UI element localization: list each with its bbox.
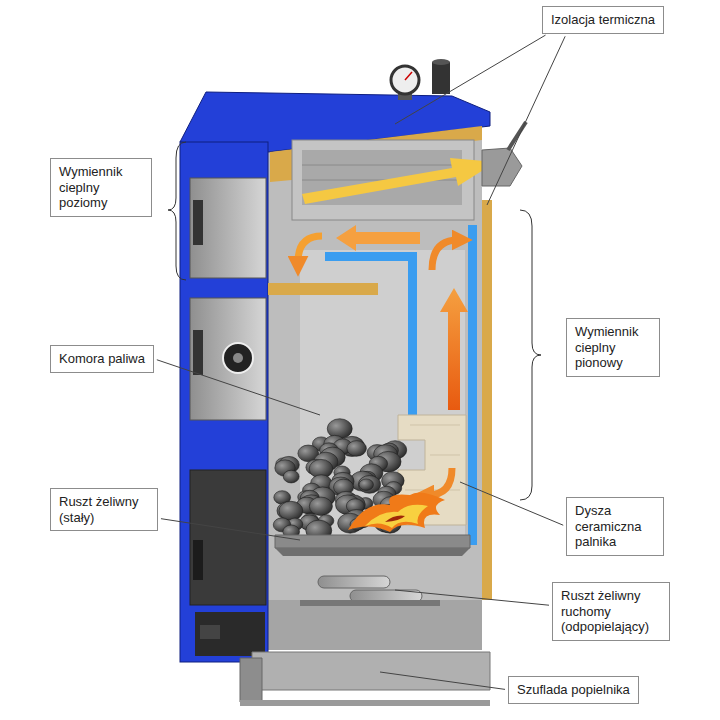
callout-label: Izolacja termiczna <box>551 12 655 28</box>
flue-outlet <box>482 148 522 186</box>
flue-outlet <box>482 122 526 186</box>
ash-drawer <box>240 700 490 706</box>
callout-box: Dysza ceramiczna palnika <box>566 497 664 556</box>
boiler-doors <box>200 625 220 639</box>
fuel-coal <box>309 497 332 515</box>
ceramic-nozzle <box>405 490 460 491</box>
water-jacket <box>325 252 417 261</box>
leader-line <box>380 672 505 689</box>
callout-box: Komora paliwa <box>50 345 154 373</box>
thermal-insulation <box>268 283 378 295</box>
callout-label: Ruszt żeliwny (stały) <box>59 494 149 525</box>
boiler-doors <box>233 353 243 363</box>
pressure-gauge <box>391 66 419 94</box>
boiler-doors <box>193 540 203 580</box>
boiler-doors <box>190 470 266 605</box>
exchanger-brackets <box>520 210 541 500</box>
horizontal-heat-exchanger <box>302 165 462 166</box>
pressure-gauge <box>405 72 412 80</box>
thermal-insulation <box>268 126 492 600</box>
leader-line <box>157 360 320 415</box>
water-jacket <box>468 225 477 545</box>
callout-box: Ruszt żeliwny ruchomy (odpopielający) <box>552 582 670 641</box>
gas-flow-arrows <box>440 288 468 410</box>
ceramic-nozzle <box>430 455 460 456</box>
fixed-grate <box>275 535 470 548</box>
boiler-doors <box>190 298 266 420</box>
boiler-doors <box>223 343 253 373</box>
flame <box>365 505 428 528</box>
leader-line <box>395 35 546 124</box>
callout-box: Izolacja termiczna <box>542 6 664 34</box>
fuel-coal <box>347 441 366 457</box>
callout-box: Wymiennik cieplny poziomy <box>50 158 152 217</box>
ash-drawer <box>240 652 490 706</box>
ash-drawer <box>240 658 262 702</box>
boiler-doors <box>193 330 203 375</box>
exchanger-brackets <box>168 142 186 280</box>
thermal-insulation <box>482 200 492 600</box>
gas-flow-arrows <box>336 225 420 251</box>
callout-label: Wymiennik cieplny poziomy <box>59 164 143 211</box>
flame <box>348 492 445 532</box>
horizontal-heat-exchanger <box>302 158 496 204</box>
gas-flow-arrows <box>298 236 322 262</box>
fuel-coal <box>359 479 373 491</box>
fixed-grate <box>275 535 470 556</box>
callout-label: Dysza ceramiczna palnika <box>575 503 655 550</box>
fuel-coal <box>283 470 299 483</box>
boiler-interior <box>268 600 482 650</box>
exchanger-brackets <box>168 142 541 500</box>
water-jacket <box>408 252 417 417</box>
pressure-gauge <box>391 59 450 100</box>
flame <box>348 492 445 532</box>
water-jacket <box>325 225 477 545</box>
leader-line <box>161 519 300 540</box>
moving-grate <box>300 576 440 606</box>
flame <box>385 516 405 522</box>
callout-box: Wymiennik cieplny pionowy <box>566 318 660 377</box>
leader-line <box>395 590 549 605</box>
callout-label: Komora paliwa <box>59 351 145 367</box>
boiler-doors <box>195 612 265 656</box>
callout-box: Szuflada popielnika <box>508 676 639 704</box>
callout-label: Szuflada popielnika <box>517 682 630 698</box>
moving-grate <box>318 576 390 588</box>
boiler-interior <box>268 126 482 650</box>
boiler-interior <box>268 126 482 650</box>
pressure-gauge <box>432 62 450 94</box>
fuel-coal <box>358 476 380 494</box>
gas-flow-arrows <box>298 225 468 495</box>
ceramic-nozzle <box>410 425 460 426</box>
gas-flow-arrows <box>432 240 458 270</box>
callout-box: Ruszt żeliwny (stały) <box>50 488 158 531</box>
fixed-grate <box>275 548 470 556</box>
pressure-gauge <box>432 59 450 65</box>
moving-grate <box>300 600 440 606</box>
ash-drawer <box>252 652 490 690</box>
boiler-casing <box>180 142 268 662</box>
leader-line <box>487 36 565 205</box>
leader-line <box>460 482 563 525</box>
gas-flow-arrows <box>428 468 452 495</box>
boiler-doors <box>190 178 266 656</box>
boiler-doors <box>193 200 203 245</box>
boiler-doors <box>190 178 266 278</box>
callout-label: Wymiennik cieplny pionowy <box>575 324 651 371</box>
callout-label: Ruszt żeliwny ruchomy (odpopielający) <box>561 588 661 635</box>
horizontal-heat-exchanger <box>292 140 496 220</box>
fuel-coal <box>279 501 303 520</box>
